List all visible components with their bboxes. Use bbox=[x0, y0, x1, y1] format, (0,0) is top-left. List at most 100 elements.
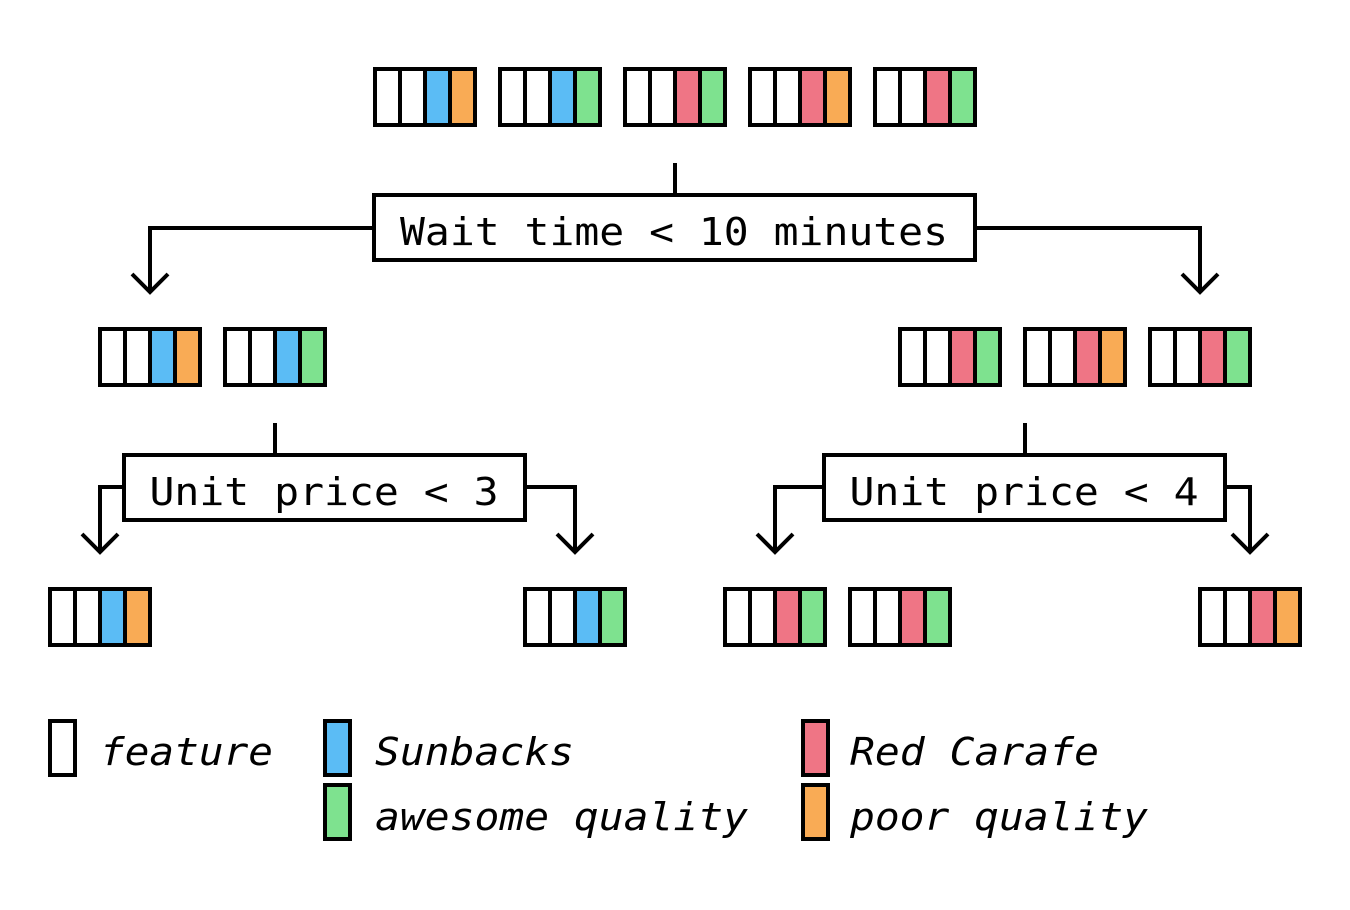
sample-cell-feature bbox=[1048, 327, 1077, 387]
legend-swatch-red-carafe bbox=[801, 719, 830, 777]
right-left-branch-line bbox=[773, 485, 824, 552]
sample-cell-red-carafe bbox=[673, 67, 702, 127]
sample-cell-feature bbox=[548, 587, 577, 647]
sample-cell-red-carafe bbox=[798, 67, 827, 127]
sample-cell-feature bbox=[498, 67, 527, 127]
sample-bar bbox=[523, 587, 627, 647]
legend-label-feature: feature bbox=[100, 730, 273, 774]
sample-cell-awesome-quality bbox=[973, 327, 1002, 387]
sample-bar bbox=[723, 587, 827, 647]
sample-cell-poor-quality bbox=[448, 67, 477, 127]
sample-cell-red-carafe bbox=[948, 327, 977, 387]
sample-cell-awesome-quality bbox=[923, 587, 952, 647]
sample-cell-feature bbox=[848, 587, 877, 647]
sample-bar bbox=[98, 327, 202, 387]
sample-cell-feature bbox=[123, 327, 152, 387]
sample-cell-red-carafe bbox=[1073, 327, 1102, 387]
left-split-connectors bbox=[80, 423, 595, 555]
sample-cell-awesome-quality bbox=[598, 587, 627, 647]
left-left-leaf-samples bbox=[48, 587, 152, 647]
left-right-branch-line bbox=[525, 485, 577, 552]
sample-cell-poor-quality bbox=[1273, 587, 1302, 647]
right-node-samples bbox=[898, 327, 1252, 387]
root-split-node: Wait time < 10 minutes bbox=[372, 193, 977, 262]
root-left-branch-line bbox=[148, 226, 374, 292]
right-right-arrowhead bbox=[1230, 532, 1270, 555]
legend-swatch-feature bbox=[48, 719, 77, 777]
sample-bar bbox=[623, 67, 727, 127]
right-right-branch-line bbox=[1225, 485, 1252, 552]
left-left-arrowhead bbox=[80, 532, 120, 555]
sample-cell-red-carafe bbox=[898, 587, 927, 647]
sample-cell-awesome-quality bbox=[573, 67, 602, 127]
sample-cell-feature bbox=[648, 67, 677, 127]
sample-cell-red-carafe bbox=[923, 67, 952, 127]
sample-cell-feature bbox=[1223, 587, 1252, 647]
sample-bar bbox=[498, 67, 602, 127]
root-right-arrowhead bbox=[1180, 272, 1220, 295]
sample-cell-feature bbox=[1173, 327, 1202, 387]
root-split-label: Wait time < 10 minutes bbox=[400, 210, 948, 254]
sample-cell-feature bbox=[1148, 327, 1177, 387]
root-split-box bbox=[372, 193, 977, 262]
sample-bar bbox=[873, 67, 977, 127]
sample-cell-sunbacks bbox=[423, 67, 452, 127]
sample-cell-awesome-quality bbox=[298, 327, 327, 387]
sample-cell-sunbacks bbox=[98, 587, 127, 647]
sample-cell-feature bbox=[223, 327, 252, 387]
sample-cell-awesome-quality bbox=[798, 587, 827, 647]
right-right-leaf-samples bbox=[1198, 587, 1302, 647]
right-left-leaf-samples bbox=[723, 587, 952, 647]
sample-cell-feature bbox=[73, 587, 102, 647]
sample-cell-feature bbox=[98, 327, 127, 387]
legend-swatch-sunbacks bbox=[323, 719, 352, 777]
sample-cell-feature bbox=[1023, 327, 1052, 387]
sample-cell-feature bbox=[373, 67, 402, 127]
sample-cell-feature bbox=[523, 67, 552, 127]
sample-bar bbox=[48, 587, 152, 647]
right-split-box bbox=[822, 453, 1227, 522]
sample-cell-red-carafe bbox=[773, 587, 802, 647]
sample-cell-feature bbox=[748, 587, 777, 647]
root-split-connectors bbox=[130, 163, 1220, 295]
sample-cell-feature bbox=[898, 327, 927, 387]
sample-cell-sunbacks bbox=[148, 327, 177, 387]
sample-cell-feature bbox=[748, 67, 777, 127]
legend-label-poor-quality: poor quality bbox=[849, 795, 1148, 839]
sample-bar bbox=[373, 67, 477, 127]
left-right-arrowhead bbox=[555, 532, 595, 555]
right-split-label: Unit price < 4 bbox=[850, 470, 1199, 514]
sample-cell-awesome-quality bbox=[698, 67, 727, 127]
sample-cell-feature bbox=[773, 67, 802, 127]
right-split-connectors bbox=[755, 423, 1270, 555]
legend-swatch-poor-quality bbox=[801, 783, 830, 841]
sample-cell-feature bbox=[898, 67, 927, 127]
sample-bar bbox=[1023, 327, 1127, 387]
left-right-leaf-samples bbox=[523, 587, 627, 647]
legend-label-awesome-quality: awesome quality bbox=[375, 795, 748, 839]
sample-bar bbox=[848, 587, 952, 647]
sample-cell-feature bbox=[398, 67, 427, 127]
sample-cell-poor-quality bbox=[173, 327, 202, 387]
left-left-branch-line bbox=[98, 485, 124, 552]
sample-cell-feature bbox=[248, 327, 277, 387]
sample-cell-poor-quality bbox=[823, 67, 852, 127]
right-left-arrowhead bbox=[755, 532, 795, 555]
sample-cell-sunbacks bbox=[548, 67, 577, 127]
root-samples bbox=[373, 67, 977, 127]
sample-cell-poor-quality bbox=[1098, 327, 1127, 387]
sample-cell-awesome-quality bbox=[948, 67, 977, 127]
sample-bar bbox=[748, 67, 852, 127]
sample-cell-feature bbox=[1198, 587, 1227, 647]
sample-bar bbox=[898, 327, 1002, 387]
legend-label-red-carafe: Red Carafe bbox=[850, 730, 1099, 774]
sample-bar bbox=[1198, 587, 1302, 647]
sample-cell-red-carafe bbox=[1198, 327, 1227, 387]
legend-label-sunbacks: Sunbacks bbox=[375, 730, 574, 774]
sample-cell-red-carafe bbox=[1248, 587, 1277, 647]
left-split-node: Unit price < 3 bbox=[122, 453, 527, 522]
sample-bar bbox=[223, 327, 327, 387]
legend: feature Sunbacks awesome quality Red Car… bbox=[48, 719, 1148, 841]
left-split-label: Unit price < 3 bbox=[150, 470, 499, 514]
sample-cell-sunbacks bbox=[273, 327, 302, 387]
